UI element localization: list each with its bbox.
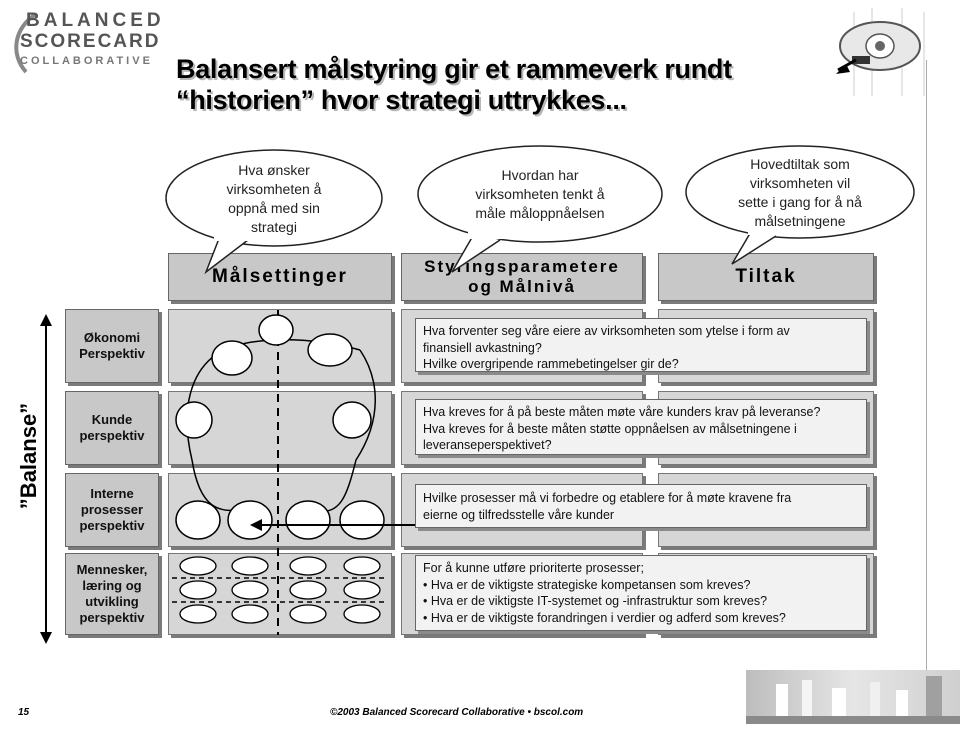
perspective-okonomi-line: Økonomi [83, 330, 141, 345]
question-okonomi-line: Hva forventer seg våre eiere av virksomh… [423, 324, 790, 338]
strategy-map [172, 310, 388, 635]
question-box-mennesker: For å kunne utføre prioriterte prosesser… [415, 555, 867, 631]
bubble-3-line: virksomheten vil [749, 175, 851, 191]
question-kunde-line: leveranseperspektivet? [423, 438, 552, 452]
logo-arc-icon [14, 12, 38, 74]
bubble-2-line: virksomheten tenkt å [475, 186, 605, 202]
perspective-mennesker: Mennesker, læring og utvikling perspekti… [65, 553, 159, 635]
bubble-2-line: måle måloppnåelsen [475, 205, 605, 221]
perspective-interne-line: Interne [90, 486, 134, 501]
bubble-1-line: Hva ønsker [238, 162, 310, 178]
logo-line1: BALANCED [26, 10, 165, 31]
balanse-label: ”Balanse” [15, 402, 41, 510]
title-line2: “historien” hvor strategi uttrykkes... [176, 85, 627, 115]
question-interne-line: Hvilke prosesser må vi forbedre og etabl… [423, 491, 792, 505]
eye-graphic-icon [836, 8, 925, 96]
perspective-mennesker-line: utvikling [85, 594, 139, 609]
question-mennesker-line: • Hva er de viktigste forandringen i ver… [423, 610, 786, 625]
question-mennesker-line: For å kunne utføre prioriterte prosesser… [423, 561, 644, 575]
bubble-3-line: målsetningene [754, 213, 846, 229]
title-line1: Balansert målstyring gir et rammeverk ru… [176, 54, 732, 84]
bubble-2-text: Hvordan har virksomheten tenkt å måle må… [440, 166, 640, 223]
perspective-mennesker-line: læring og [82, 578, 142, 593]
question-box-interne: Hvilke prosesser må vi forbedre og etabl… [415, 484, 867, 528]
perspective-mennesker-line: Mennesker, [76, 562, 148, 577]
logo-line3: COLLABORATIVE [20, 55, 153, 67]
question-mennesker-line: • Hva er de viktigste IT-systemet og -in… [423, 594, 768, 608]
question-okonomi-line: Hvilke overgripende rammebetingelser gir… [423, 357, 679, 371]
bubble-1-text: Hva ønsker virksomheten å oppnå med sin … [194, 161, 354, 237]
header-styringsparametere: Styringsparametere og Målnivå [401, 253, 643, 301]
perspective-kunde-line: perspektiv [79, 428, 145, 443]
question-box-okonomi: Hva forventer seg våre eiere av virksomh… [415, 318, 867, 372]
speech-bubbles [165, 145, 915, 275]
question-box-kunde: Hva kreves for å på beste måten møte vår… [415, 399, 867, 455]
header-malsettinger-label: Målsettinger [212, 266, 348, 287]
question-kunde-line: Hva kreves for å beste måten støtte oppn… [423, 421, 797, 436]
perspective-interne-line: perspektiv [79, 518, 145, 533]
perspective-kunde: Kunde perspektiv [65, 391, 159, 465]
logo: BALANCED SCORECARD COLLABORATIVE [6, 6, 161, 86]
bubble-1-line: oppnå med sin [228, 200, 320, 216]
balance-arrow-icon [40, 314, 52, 644]
header-styringsparametere-line2: og Målnivå [468, 277, 576, 296]
bubble-1-shape [165, 149, 383, 275]
bubble-3-text: Hovedtiltak som virksomheten vil sette i… [715, 155, 885, 231]
perspective-mennesker-line: perspektiv [79, 610, 145, 625]
bubble-1-line: strategi [251, 219, 297, 235]
logo-line2: SCORECARD [20, 31, 161, 52]
perspective-kunde-line: Kunde [91, 412, 133, 427]
page-number: 15 [18, 707, 30, 718]
header-styringsparametere-line1: Styringsparametere [424, 257, 620, 276]
perspective-okonomi-line: Perspektiv [79, 346, 145, 361]
header-tiltak: Tiltak [658, 253, 874, 301]
bubble-3-line: sette i gang for å nå [738, 194, 862, 210]
header-malsettinger: Målsettinger [168, 253, 392, 301]
bubble-2-shape [417, 145, 663, 273]
header-tiltak-label: Tiltak [735, 266, 797, 287]
question-okonomi-line: finansiell avkastning? [423, 340, 542, 355]
question-interne-line: eierne og tilfredsstelle våre kunder [423, 507, 615, 522]
bubble-1-line: virksomheten å [226, 181, 322, 197]
perspective-okonomi: Økonomi Perspektiv [65, 309, 159, 383]
bubble-3-shape [685, 145, 915, 265]
bubble-2-line: Hvordan har [501, 167, 579, 183]
perspective-interne-line: prosesser [80, 502, 144, 517]
perspective-interne-prosesser: Interne prosesser perspektiv [65, 473, 159, 547]
bubble-3-line: Hovedtiltak som [750, 156, 850, 172]
footer-image-icon [746, 670, 960, 724]
right-rule [926, 60, 927, 670]
footer-copyright: ©2003 Balanced Scorecard Collaborative •… [330, 707, 584, 718]
question-kunde-line: Hva kreves for å på beste måten møte vår… [423, 405, 821, 419]
pointer-arrow-icon [250, 519, 415, 531]
question-mennesker-line: • Hva er de viktigste strategiske kompet… [423, 577, 751, 592]
